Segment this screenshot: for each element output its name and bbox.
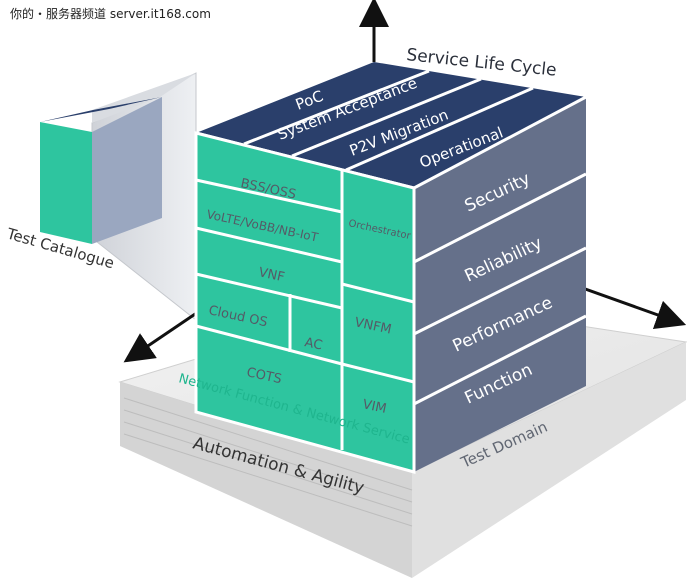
label-vnf: VNF [257,265,286,285]
left-axis-arrow [123,306,205,363]
label-vim: VIM [361,397,388,417]
cube-right-face [413,95,587,472]
cube-front-face [194,131,416,474]
catalogue-cube-side [92,97,162,244]
watermark-text: 你的・服务器频道 server.it168.com [10,6,211,21]
test-catalogue-cube [40,97,162,244]
label-cots: COTS [245,365,283,387]
label-ac: AC [303,335,323,353]
catalogue-cube-front [40,122,92,244]
catalogue-cube-top [40,97,162,122]
